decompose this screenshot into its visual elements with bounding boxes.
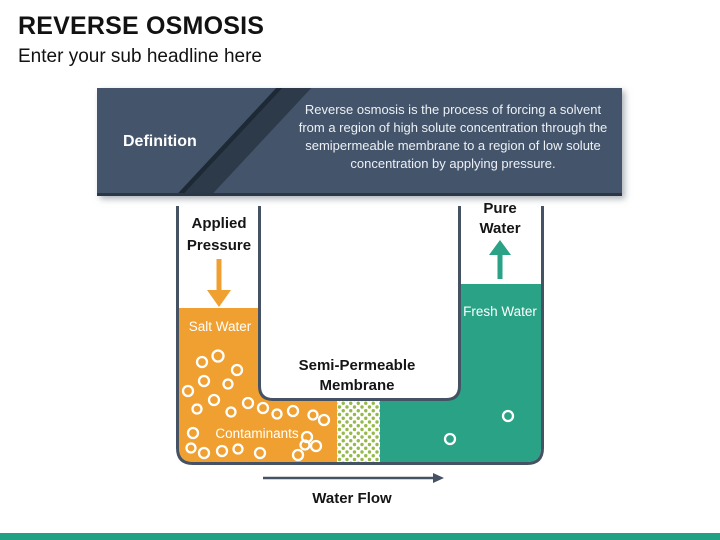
- contaminant-bubbles: [181, 349, 331, 462]
- definition-text: Reverse osmosis is the process of forcin…: [298, 102, 608, 171]
- pure-water-up-arrow-icon: [489, 240, 511, 279]
- applied-pressure-label-line2: Pressure: [187, 237, 251, 254]
- water-flow-label: Water Flow: [312, 490, 392, 507]
- water-flow-arrow-icon: [263, 473, 444, 483]
- membrane-label-line1: Semi-Permeable: [299, 357, 416, 374]
- pure-water-label-line2: Water: [479, 220, 520, 237]
- membrane-label-line2: Membrane: [319, 377, 394, 394]
- u-tube-outline: [176, 206, 544, 465]
- applied-pressure-down-arrow-icon: [207, 259, 231, 307]
- membrane-strip: [337, 399, 380, 462]
- contaminants-label: Contaminants: [215, 426, 299, 441]
- definition-label: Definition: [123, 133, 197, 150]
- fresh-water-bubbles: [443, 409, 515, 446]
- footer-accent-bar: [0, 533, 720, 540]
- definition-box: Definition Reverse osmosis is the proces…: [97, 88, 622, 196]
- page-title: REVERSE OSMOSIS: [18, 12, 265, 40]
- salt-water-label: Salt Water: [189, 319, 252, 334]
- page-subtitle: Enter your sub headline here: [18, 46, 262, 67]
- applied-pressure-label-line1: Applied: [192, 215, 247, 232]
- pure-water-label-line1: Pure: [483, 200, 516, 217]
- fresh-water-label: Fresh Water: [463, 304, 537, 319]
